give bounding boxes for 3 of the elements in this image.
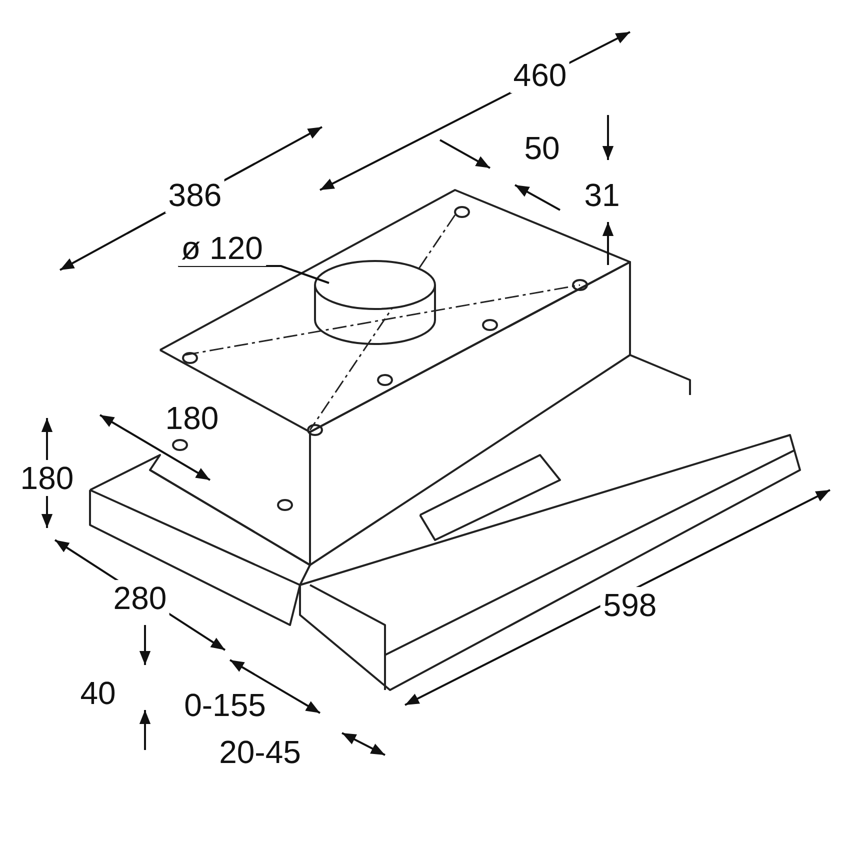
duct-drawing: [314, 260, 436, 345]
leader-line: [178, 265, 330, 284]
dimension-label: 386: [165, 177, 225, 213]
